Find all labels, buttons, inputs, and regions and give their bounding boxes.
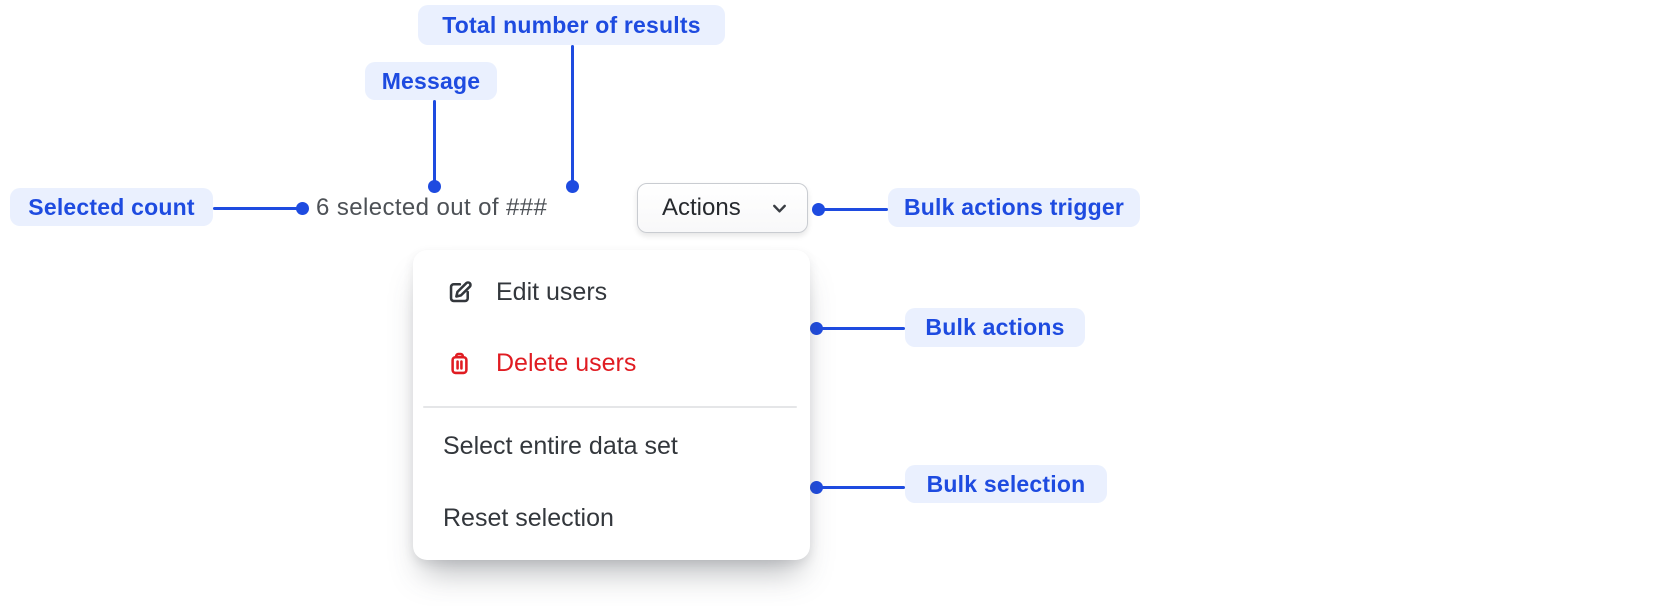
menu-item-reset-selection[interactable]: Reset selection xyxy=(413,498,810,538)
connector-dot-bulk-selection xyxy=(810,481,823,494)
bulk-actions-trigger-button[interactable]: Actions xyxy=(637,183,808,233)
selected-count-message: 6 selected out of ### xyxy=(316,194,548,221)
menu-item-select-entire-data-set[interactable]: Select entire data set xyxy=(413,426,810,466)
annotation-total-results: Total number of results xyxy=(418,5,725,45)
connector-dot-selected-count xyxy=(296,202,309,215)
connector-total-results xyxy=(571,45,574,182)
connector-bulk-actions-trigger xyxy=(822,208,888,211)
menu-divider xyxy=(423,406,797,408)
menu-item-label: Edit users xyxy=(496,277,608,306)
menu-item-edit-users[interactable]: Edit users xyxy=(413,272,810,312)
connector-bulk-actions xyxy=(820,327,905,330)
bulk-actions-menu: Edit users Delete users Select entire da… xyxy=(413,250,810,560)
annotation-bulk-selection: Bulk selection xyxy=(905,465,1107,503)
connector-dot-bulk-actions-trigger xyxy=(812,203,825,216)
connector-dot-bulk-actions xyxy=(810,322,823,335)
connector-dot-total-results xyxy=(566,180,579,193)
connector-dot-message xyxy=(428,180,441,193)
connector-selected-count xyxy=(213,207,299,210)
connector-message xyxy=(433,100,436,182)
trash-icon xyxy=(445,349,474,378)
menu-item-label: Reset selection xyxy=(443,503,614,532)
menu-item-label: Delete users xyxy=(496,348,637,377)
actions-button-label: Actions xyxy=(662,194,741,221)
annotation-bulk-actions: Bulk actions xyxy=(905,308,1085,347)
annotation-selected-count: Selected count xyxy=(10,188,213,226)
menu-item-delete-users[interactable]: Delete users xyxy=(413,343,810,383)
connector-bulk-selection xyxy=(820,486,905,489)
menu-item-label: Select entire data set xyxy=(443,431,678,460)
annotation-bulk-actions-trigger: Bulk actions trigger xyxy=(888,188,1140,227)
edit-pencil-icon xyxy=(445,278,474,307)
chevron-down-icon xyxy=(769,198,790,219)
annotation-message: Message xyxy=(365,62,497,100)
